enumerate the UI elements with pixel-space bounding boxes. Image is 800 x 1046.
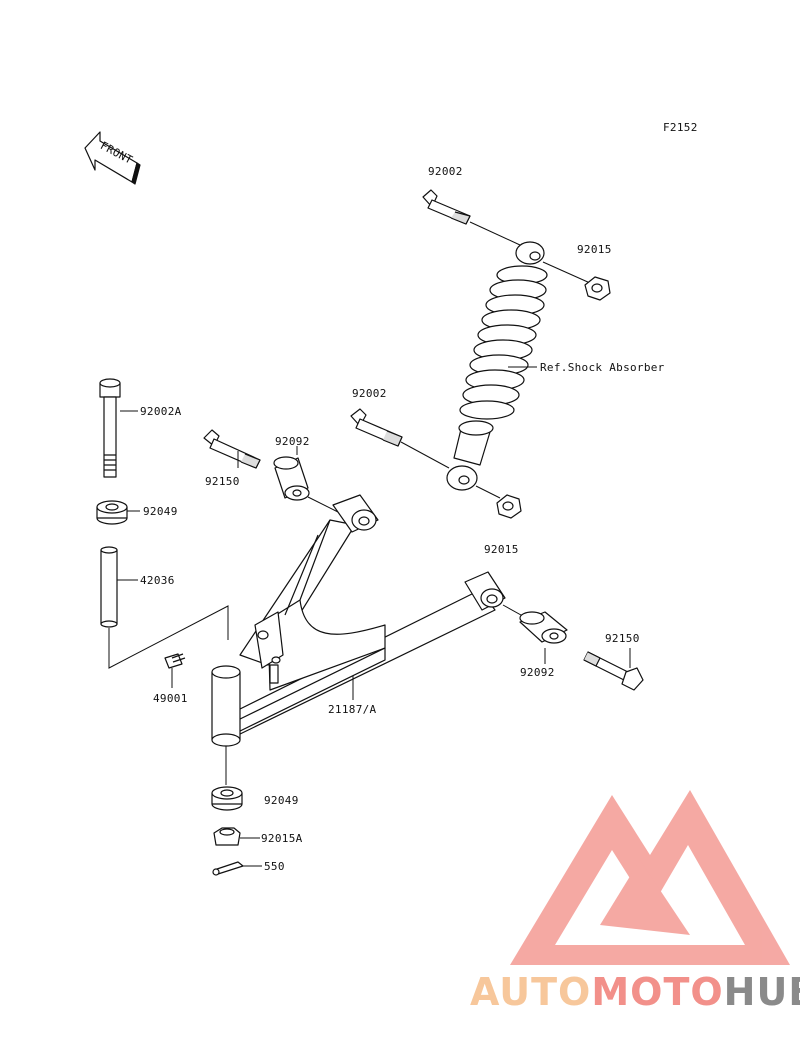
label-nut-mid: 92015 — [484, 543, 519, 556]
shock-absorber — [446, 241, 548, 491]
nut-mid-92015 — [496, 494, 522, 519]
grommet-top-92049 — [96, 500, 128, 525]
grommet-bottom-92049 — [211, 786, 243, 811]
label-collar: 42036 — [140, 574, 175, 587]
watermark-logo — [510, 790, 790, 965]
front-arrow-icon: FRONT — [84, 131, 141, 185]
bolt-top-92002 — [422, 189, 471, 225]
label-bushing-left: 92092 — [275, 435, 310, 448]
label-grommet-bottom: 92049 — [264, 794, 299, 807]
collar-42036 — [100, 546, 118, 628]
label-castle-nut: 92015A — [261, 832, 303, 845]
label-arm: 21187/A — [328, 703, 377, 716]
figure-code: F2152 — [663, 121, 698, 134]
bolt-left-92150 — [203, 429, 261, 469]
bolt-right-92150 — [583, 651, 644, 691]
label-bolt-mid: 92002 — [352, 387, 387, 400]
label-nut-top: 92015 — [577, 243, 612, 256]
shock-spring — [459, 265, 548, 420]
nut-top-92015 — [584, 276, 611, 301]
label-shock-absorber: Ref.Shock Absorber — [540, 361, 665, 374]
label-grommet-top: 92049 — [143, 505, 178, 518]
label-bushing-right: 92092 — [520, 666, 555, 679]
bolt-mid-92002 — [350, 408, 403, 447]
watermark-auto: AUTO — [470, 970, 591, 1014]
castle-nut-92015a — [213, 827, 241, 846]
watermark-text: AUTOMOTOHUB — [470, 970, 800, 1014]
label-long-bolt: 92002A — [140, 405, 182, 418]
bushing-left-92092 — [273, 456, 310, 501]
watermark-hub: HUB — [724, 970, 800, 1014]
label-bolt-left: 92150 — [205, 475, 240, 488]
long-bolt-92002a — [99, 378, 121, 478]
a-arm-21187a — [211, 494, 506, 747]
grease-nipple-49001 — [164, 653, 186, 669]
label-grease-nipple: 49001 — [153, 692, 188, 705]
bushing-right-92092 — [519, 611, 568, 644]
watermark-moto: MOTO — [591, 970, 723, 1014]
cotter-pin-550 — [212, 861, 244, 876]
label-bolt-right: 92150 — [605, 632, 640, 645]
label-cotter-pin: 550 — [264, 860, 285, 873]
label-bolt-top: 92002 — [428, 165, 463, 178]
